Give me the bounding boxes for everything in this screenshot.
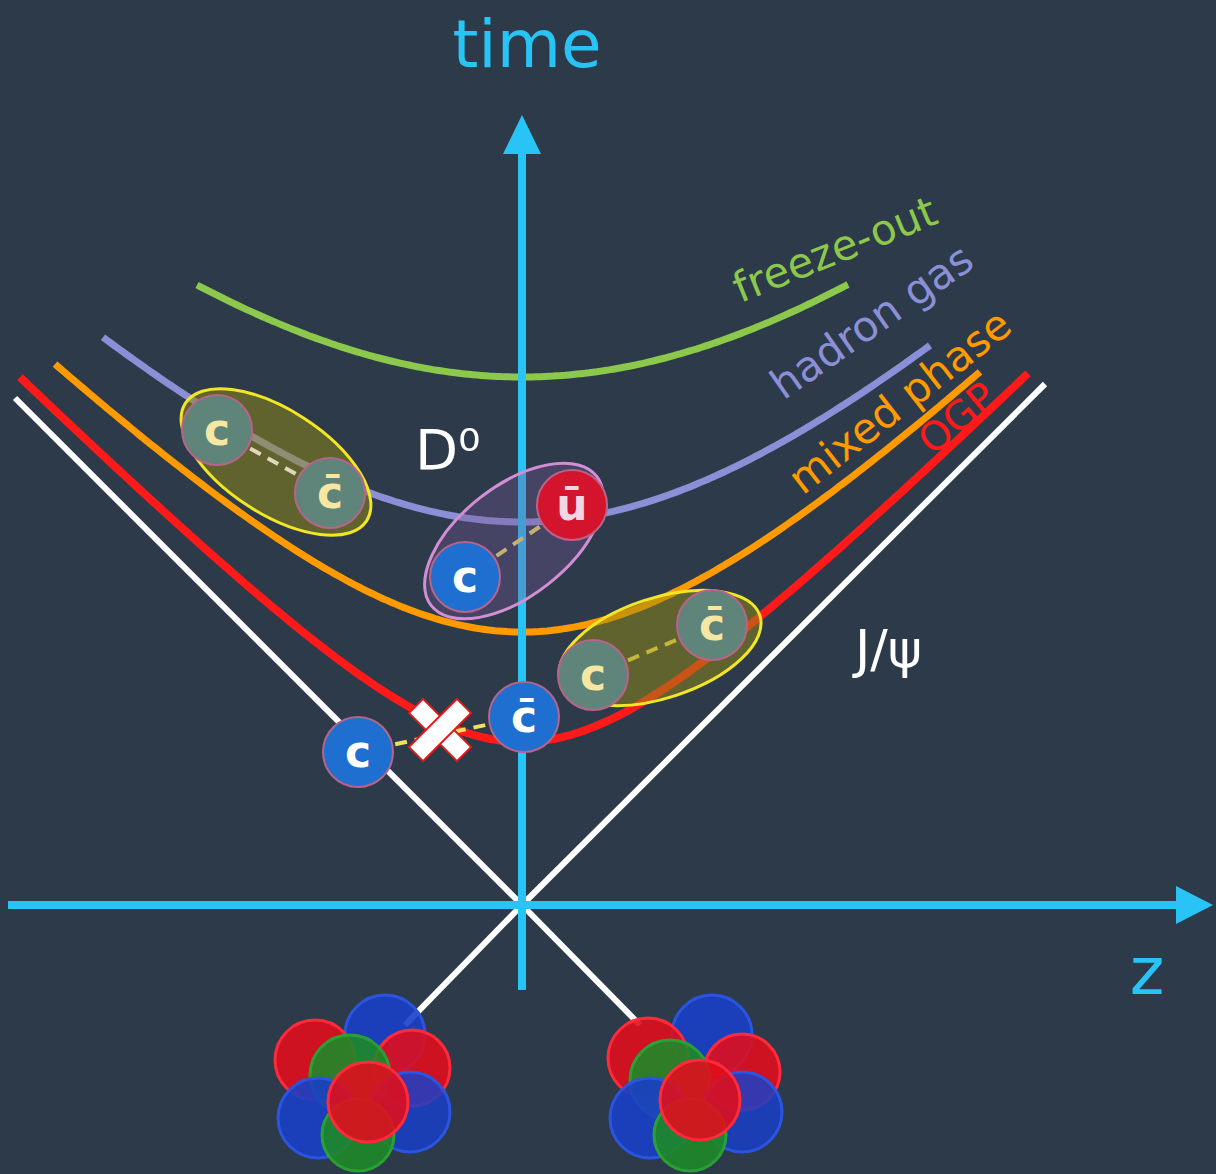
- hadron-ellipse: J/ψ c c̄: [550, 585, 970, 715]
- quark-label: c: [580, 653, 606, 697]
- quark-circle: c: [181, 394, 253, 466]
- ellipse-shape: [550, 585, 775, 715]
- hadron-name: J/ψ: [855, 620, 922, 680]
- hadron-name: D⁰: [415, 418, 481, 482]
- broken-pair-cross: [392, 682, 488, 778]
- axis-label: time: [452, 7, 601, 83]
- axis-label: z: [1130, 934, 1165, 1010]
- quark-label: c̄: [317, 471, 343, 515]
- quark-circle: c̄: [488, 681, 560, 753]
- quark-circle: c: [557, 639, 629, 711]
- axis-arrowhead: [503, 115, 541, 154]
- quark-circle: c̄: [294, 457, 366, 529]
- ccbar-pair-ellipse: [157, 360, 395, 565]
- hadron-ellipse: D⁰ c ū: [400, 400, 620, 630]
- quark-label: c̄: [699, 603, 725, 647]
- quark-label: ū: [556, 483, 587, 527]
- pair-link: [250, 449, 297, 475]
- quark-label: c: [345, 730, 371, 774]
- beam-line: [522, 905, 640, 1025]
- quark-circle: c: [429, 541, 501, 613]
- quark-circle: c̄: [676, 589, 748, 661]
- quark-label: c: [204, 408, 230, 452]
- nucleus: [275, 995, 450, 1171]
- quark-circle: ū: [536, 469, 608, 541]
- quark-label: c̄: [511, 695, 537, 739]
- nucleus: [608, 995, 782, 1171]
- z-axis: [8, 901, 1180, 909]
- axis-arrowhead: [1176, 886, 1213, 924]
- beam-line: [405, 905, 522, 1025]
- quark-circle: c: [322, 716, 394, 788]
- quark-label: c: [452, 555, 478, 599]
